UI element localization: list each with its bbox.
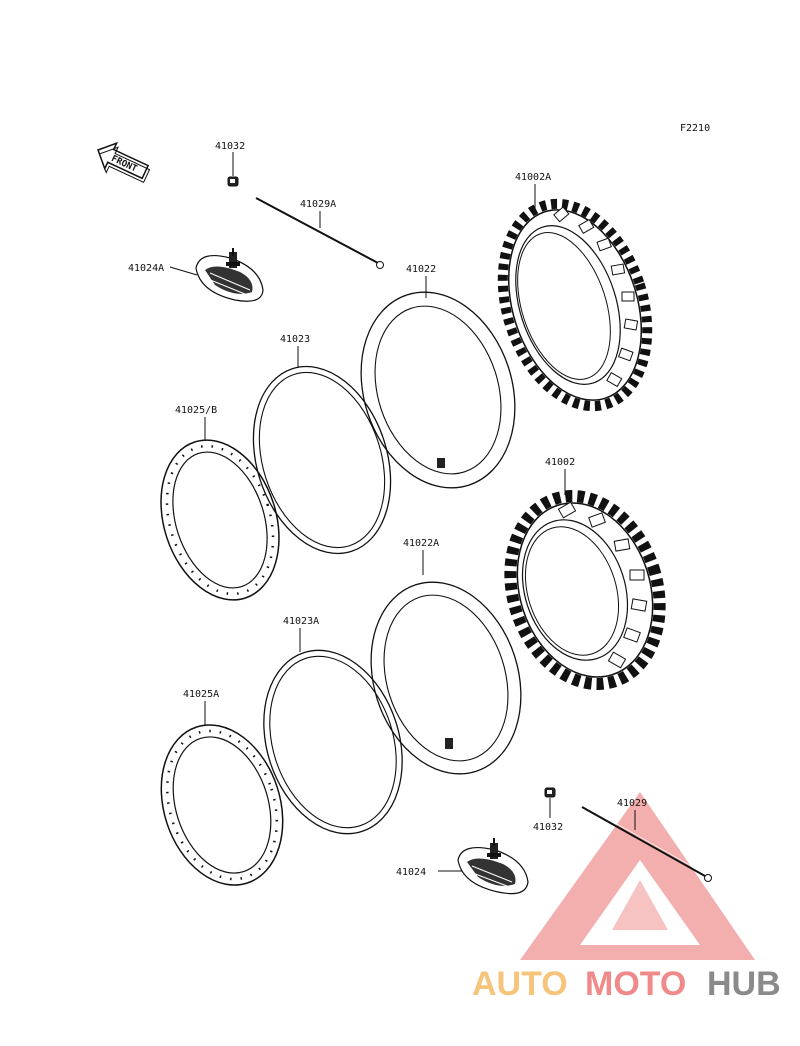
label-41022: 41022	[406, 264, 436, 275]
tube-41022: 41022	[360, 264, 516, 489]
label-41023: 41023	[280, 334, 310, 345]
label-41002: 41002	[545, 457, 575, 468]
tire-front-41002: 41002	[504, 457, 666, 690]
spoke-41029A: 41029A	[255, 195, 384, 269]
figure-code: F2210	[680, 123, 710, 134]
watermark-text: AUTO MOTO HUB	[472, 965, 781, 1003]
rim-band-41023: 41023	[252, 334, 392, 555]
label-41002A: 41002A	[515, 172, 551, 183]
watermark-logo	[520, 792, 755, 960]
watermark-auto: AUTO	[472, 965, 568, 1003]
label-41029A: 41029A	[300, 199, 336, 210]
label-41023A: 41023A	[283, 616, 319, 627]
label-41025A: 41025A	[183, 689, 219, 700]
rim-41025B: 41025/B	[160, 405, 280, 601]
watermark-hub: HUB	[707, 965, 781, 1003]
rim-lock-41024A: 41024A	[128, 248, 264, 302]
rim-41025A: 41025A	[160, 689, 284, 886]
label-41025B: 41025/B	[175, 405, 217, 416]
valve-cap-top: 41032	[215, 141, 245, 187]
label-41032-bottom: 41032	[533, 822, 563, 833]
label-41024A: 41024A	[128, 263, 164, 274]
watermark-moto: MOTO	[585, 965, 686, 1003]
front-arrow-icon: FRONT	[97, 141, 151, 183]
label-41032-top: 41032	[215, 141, 245, 152]
label-41029: 41029	[617, 798, 647, 809]
rim-lock-41024: 41024	[396, 838, 529, 895]
spoke-41029: 41029	[581, 798, 712, 882]
label-41024: 41024	[396, 867, 426, 878]
tube-41022A: 41022A	[370, 538, 522, 775]
tire-rear-41002A: 41002A	[497, 172, 653, 412]
label-41022A: 41022A	[403, 538, 439, 549]
valve-cap-bottom: 41032	[533, 787, 563, 833]
rim-band-41023A: 41023A	[263, 616, 403, 835]
